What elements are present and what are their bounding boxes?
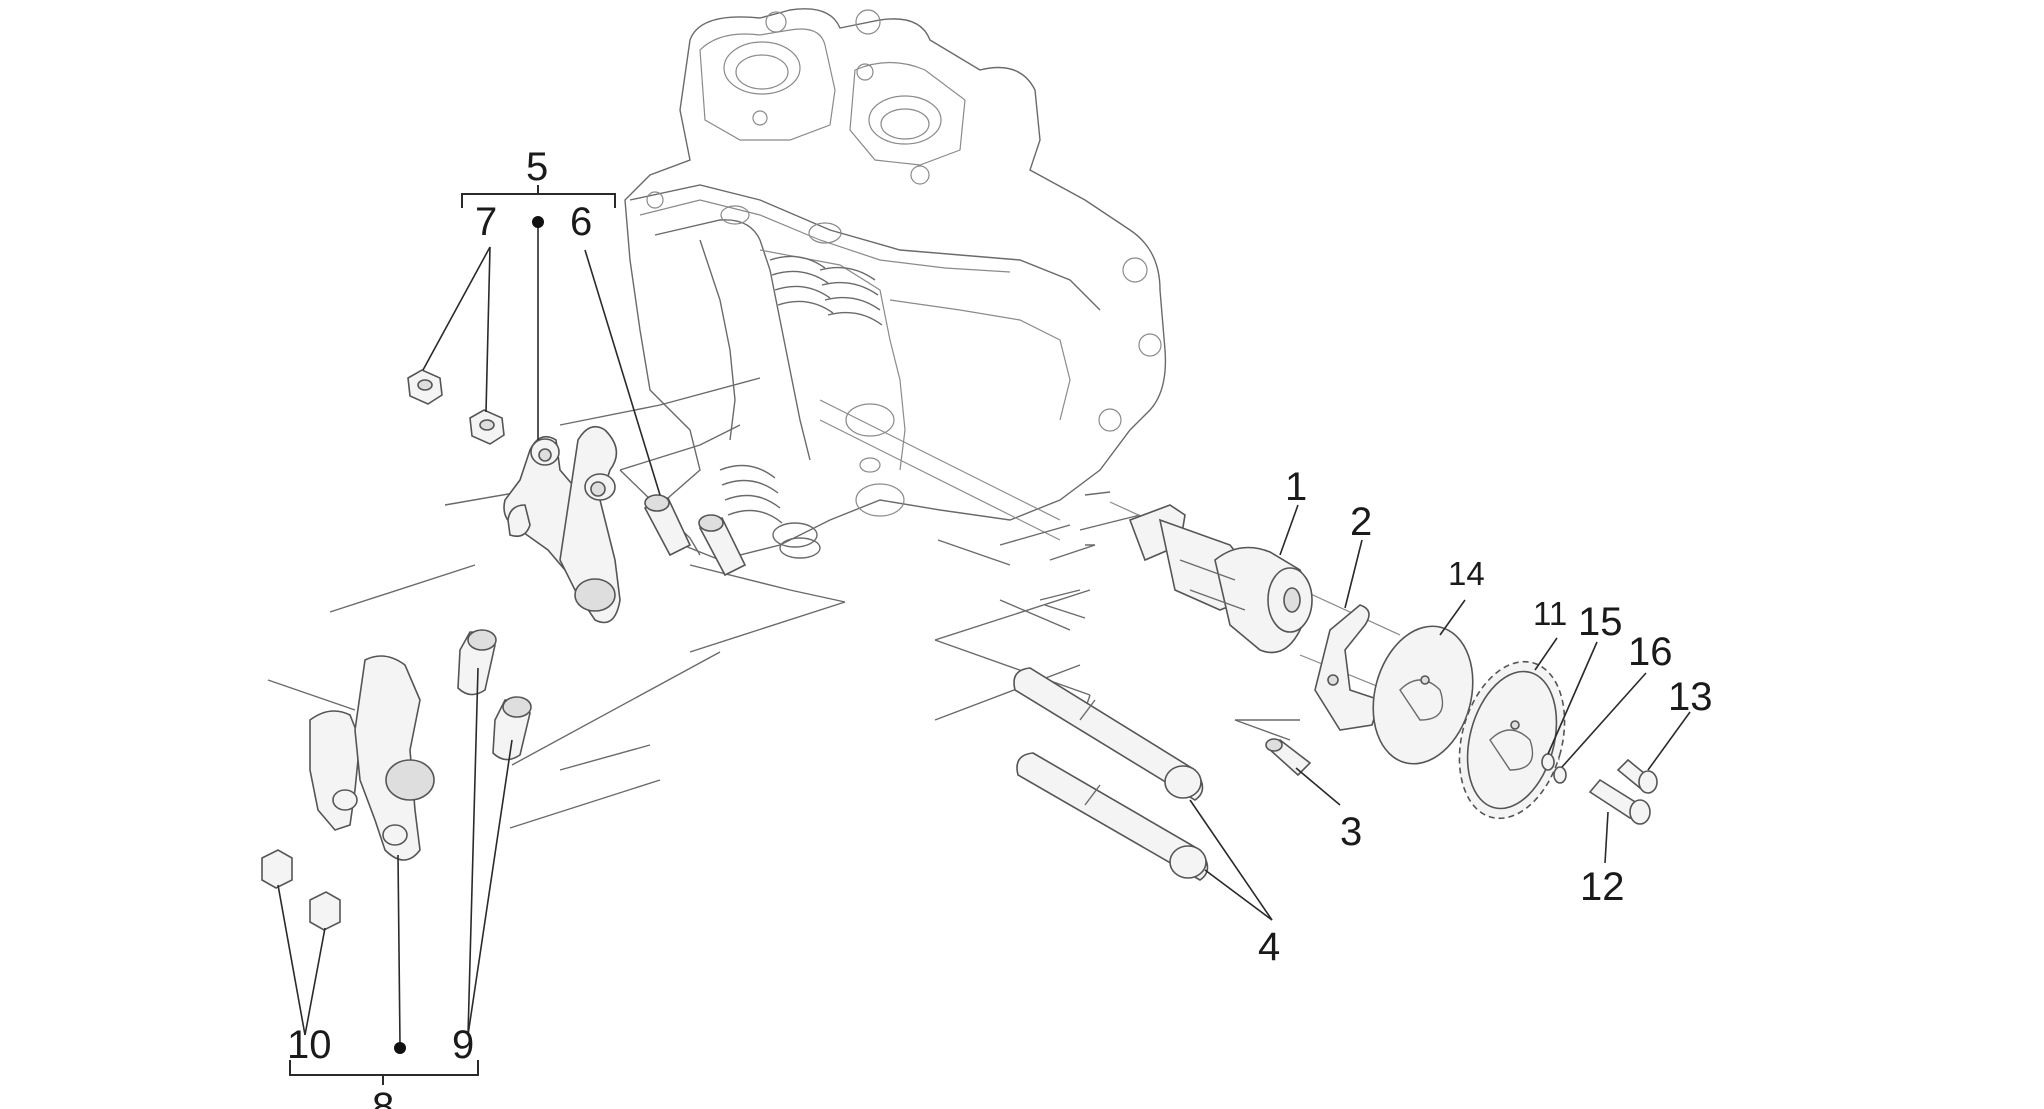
callout-5: 5 <box>526 145 548 189</box>
cylinder-head <box>624 8 1167 561</box>
lock-nut-lower <box>469 409 505 445</box>
callout-10: 10 <box>287 1023 332 1067</box>
adjusting-screw-lower <box>698 514 747 577</box>
callout-4: 4 <box>1258 925 1280 969</box>
callout-6: 6 <box>570 200 592 244</box>
callout-3: 3 <box>1340 810 1362 854</box>
callout-labels: 1 2 3 4 5 6 7 8 9 10 11 12 13 14 15 16 <box>287 145 1713 1109</box>
bracket-5 <box>461 185 616 208</box>
retaining-plate <box>1314 604 1382 731</box>
leader-lines <box>277 218 1691 1046</box>
callout-16: 16 <box>1628 630 1673 674</box>
assembly-guide-lines <box>267 377 1561 829</box>
callout-15: 15 <box>1578 600 1623 644</box>
kit-dot-5 <box>532 216 544 228</box>
callout-12: 12 <box>1580 865 1625 909</box>
pin-4-lower <box>1016 752 1209 881</box>
bracket-8 <box>289 1060 479 1085</box>
callout-7: 7 <box>475 200 497 244</box>
rocker-pin-lower <box>492 696 532 761</box>
bolt-3 <box>1265 738 1312 777</box>
bolt-13 <box>1616 758 1658 794</box>
pin-4-upper <box>1013 667 1204 801</box>
callout-11: 11 <box>1533 595 1567 632</box>
nut-10-upper <box>261 849 293 889</box>
washer-15 <box>1541 753 1555 771</box>
rocker-arm-upper <box>503 425 621 624</box>
callout-8: 8 <box>372 1085 394 1109</box>
callout-1: 1 <box>1285 465 1307 509</box>
lock-nut-upper <box>407 369 443 405</box>
callout-13: 13 <box>1668 675 1713 719</box>
callout-2: 2 <box>1350 500 1372 544</box>
rocker-arm-lower <box>309 655 435 861</box>
kit-dot-8 <box>394 1042 406 1054</box>
nut-10-lower <box>309 891 341 931</box>
decompressor-disc <box>1372 625 1474 765</box>
valve-springs <box>719 255 883 559</box>
adjusting-screw-upper <box>643 494 692 557</box>
callout-9: 9 <box>452 1023 474 1067</box>
rocker-pin-upper <box>457 629 497 696</box>
callout-14: 14 <box>1448 555 1485 592</box>
bolt-12 <box>1588 778 1651 825</box>
cam-sprocket <box>1458 660 1566 820</box>
camshaft <box>1128 504 1313 654</box>
washer-16 <box>1553 766 1567 784</box>
